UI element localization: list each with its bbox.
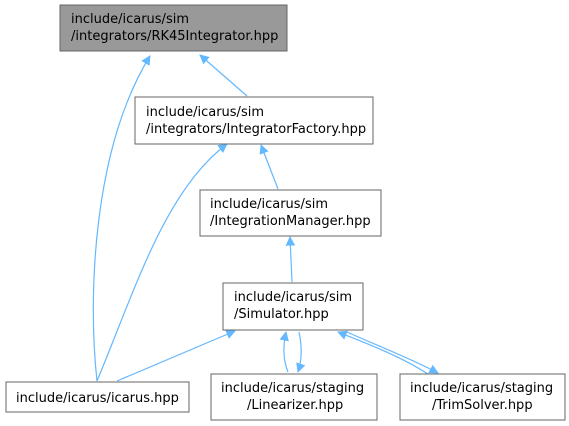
edge-simulator-to-manager [285,236,296,283]
node-label-line: include/icarus/sim [146,105,264,120]
node-label-line: include/icarus/sim [234,290,352,305]
edge-trimsolver-to-simulator-a [337,330,429,375]
node-label-line: include/icarus/sim [71,12,189,27]
node-label-line: /IntegrationManager.hpp [210,214,371,229]
node-icarus[interactable]: include/icarus/icarus.hpp [5,381,190,413]
node-label-line: /Simulator.hpp [234,307,329,322]
edges [92,54,439,382]
edge-linearizer-to-simulator-a [279,331,289,373]
edge-linearizer-to-simulator-b [296,331,306,373]
node-label-line: include/icarus/sim [210,197,328,212]
node-label-line: /integrators/RK45Integrator.hpp [71,29,278,44]
node-rk45-integrator[interactable]: include/icarus/sim /integrators/RK45Inte… [59,4,288,52]
edge-icarus-to-rk45 [92,55,151,382]
node-label-line: include/icarus/icarus.hpp [16,391,179,406]
node-label-line: include/icarus/staging [410,381,553,396]
edge-icarus-to-factory [96,143,228,382]
node-integration-manager[interactable]: include/icarus/sim /IntegrationManager.h… [199,189,382,237]
edge-manager-to-factory [259,144,279,190]
node-linearizer[interactable]: include/icarus/staging /Linearizer.hpp [210,373,378,421]
node-simulator[interactable]: include/icarus/sim /Simulator.hpp [222,282,364,331]
edge-factory-to-rk45 [199,54,248,97]
edge-trimsolver-to-simulator-b [346,331,439,374]
node-label-line: include/icarus/staging [221,381,364,396]
edge-icarus-to-simulator [116,329,236,382]
node-label-line: /Linearizer.hpp [247,398,343,413]
node-label-line: /integrators/IntegratorFactory.hpp [146,122,366,137]
node-label-line: /TrimSolver.hpp [432,398,533,413]
node-trim-solver[interactable]: include/icarus/staging /TrimSolver.hpp [399,373,566,421]
node-integrator-factory[interactable]: include/icarus/sim /integrators/Integrat… [134,96,374,145]
